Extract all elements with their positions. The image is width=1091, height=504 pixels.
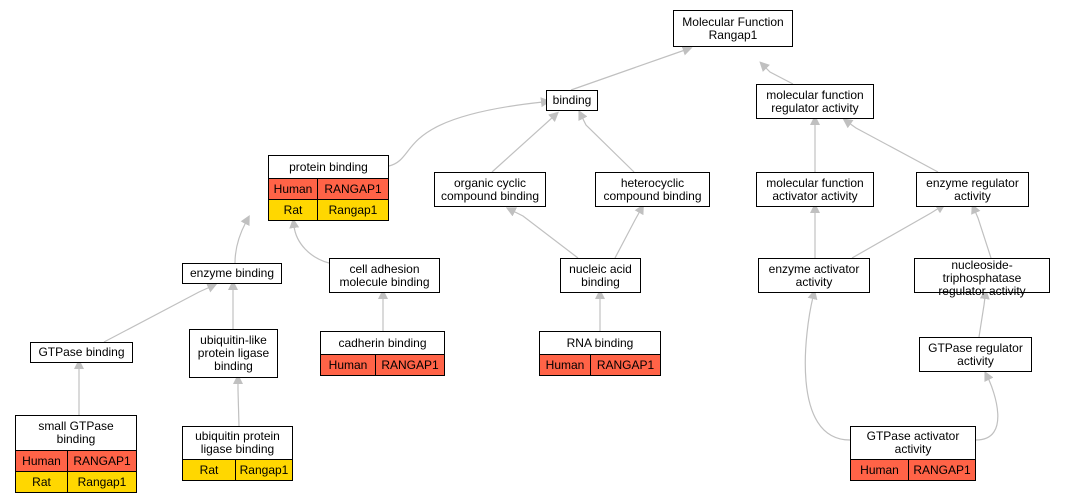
term-node-ntpreg[interactable]: nucleoside-triphosphatase regulator acti…: [914, 258, 1050, 298]
gene-cell: RANGAP1: [324, 182, 382, 196]
gene-cell: RANGAP1: [381, 358, 439, 372]
term-label: GTPase activator activity: [866, 429, 960, 456]
edge-enzreg-to-mfreg: [842, 118, 939, 173]
annotation-row: Rat Rangap1: [269, 199, 388, 220]
edge-binding-to-mf: [570, 45, 693, 91]
term-label: molecular function regulator activity: [766, 87, 864, 115]
term-node-gtpbind[interactable]: GTPase binding: [30, 342, 133, 363]
term-label: cadherin binding: [338, 335, 427, 350]
edge-gtpact-to-enzact: [804, 289, 851, 441]
term-label: molecular function activator activity: [766, 175, 864, 203]
term-label: enzyme binding: [189, 266, 275, 280]
edge-nucacid-to-orgcyc: [505, 207, 579, 259]
term-label: small GTPase binding: [38, 419, 114, 446]
term-node-enzact[interactable]: enzyme activator activity: [758, 258, 870, 293]
term-label: ubiquitin protein ligase binding: [195, 429, 280, 456]
term-label: nucleic acid binding: [569, 261, 632, 289]
edge-enzact-to-enzreg: [851, 203, 946, 259]
term-node-mf[interactable]: Molecular Function Rangap1: [673, 10, 793, 47]
term-label: enzyme activator activity: [768, 261, 860, 289]
term-label: enzyme regulator activity: [926, 175, 1019, 203]
edge-celladh-to-protbind: [289, 218, 330, 264]
annotation-row: Human RANGAP1: [540, 354, 660, 375]
species-cell: Human: [540, 355, 591, 375]
annotation-row: Human RANGAP1: [269, 178, 388, 199]
annotation-row: Human RANGAP1: [321, 354, 444, 375]
edge-protbind-to-binding: [388, 97, 551, 167]
edge-hetcyc-to-binding: [578, 109, 635, 173]
gene-cell: RANGAP1: [913, 463, 971, 477]
term-node-nucacid[interactable]: nucleic acid binding: [560, 258, 641, 293]
species-cell: Human: [851, 460, 909, 480]
edge-mfreg-to-mf: [759, 61, 794, 85]
term-label: GTPase binding: [38, 345, 125, 359]
edge-ubqlig-to-ubqlike: [233, 374, 243, 427]
term-label: organic cyclic compound binding: [440, 175, 540, 203]
annotation-row: Human RANGAP1: [851, 459, 975, 480]
gene-cell: Rangap1: [239, 463, 289, 477]
term-label: cell adhesion molecule binding: [339, 261, 430, 289]
gene-cell: RANGAP1: [73, 454, 131, 468]
term-label: RNA binding: [566, 335, 634, 350]
term-node-mfreg[interactable]: molecular function regulator activity: [756, 84, 874, 119]
annotation-row: Rat Rangap1: [16, 471, 136, 492]
gene-cell: Rangap1: [77, 475, 127, 489]
species-cell: Human: [16, 451, 68, 471]
edge-ntpreg-to-enzreg: [971, 203, 992, 259]
term-node-ubqlike[interactable]: ubiquitin-like protein ligase binding: [189, 329, 278, 378]
gene-cell: RANGAP1: [596, 358, 655, 372]
term-label: binding: [552, 93, 592, 107]
term-node-hetcyc[interactable]: heterocyclic compound binding: [595, 172, 710, 207]
term-node-enzreg[interactable]: enzyme regulator activity: [916, 172, 1029, 207]
species-cell: Rat: [269, 200, 318, 220]
edge-gtpact-to-gtpreg: [975, 370, 999, 441]
edge-gtpbind-to-enzbind: [103, 283, 218, 343]
edge-gtpreg-to-ntpreg: [978, 289, 990, 338]
term-label: protein binding: [289, 159, 368, 174]
term-label: ubiquitin-like protein ligase binding: [197, 333, 270, 373]
edge-enzbind-to-protbind: [234, 214, 250, 264]
term-node-mfact[interactable]: molecular function activator activity: [756, 172, 874, 207]
species-cell: Rat: [16, 472, 68, 492]
term-label: heterocyclic compound binding: [603, 175, 702, 203]
edge-nucacid-to-hetcyc: [614, 204, 644, 259]
term-label: nucleoside-triphosphatase regulator acti…: [938, 258, 1026, 298]
term-node-enzbind[interactable]: enzyme binding: [182, 263, 282, 284]
species-cell: Human: [269, 179, 318, 199]
term-label: Molecular Function Rangap1: [682, 14, 784, 42]
term-node-orgcyc[interactable]: organic cyclic compound binding: [434, 172, 546, 207]
species-cell: Rat: [183, 460, 236, 480]
term-label: GTPase regulator activity: [928, 340, 1023, 368]
species-cell: Human: [321, 355, 376, 375]
term-node-gtpreg[interactable]: GTPase regulator activity: [919, 337, 1032, 372]
gene-cell: Rangap1: [328, 203, 378, 217]
annotation-row: Human RANGAP1: [16, 450, 136, 471]
term-node-celladh[interactable]: cell adhesion molecule binding: [329, 258, 440, 293]
edge-orgcyc-to-binding: [491, 111, 559, 173]
term-node-binding[interactable]: binding: [546, 90, 598, 111]
